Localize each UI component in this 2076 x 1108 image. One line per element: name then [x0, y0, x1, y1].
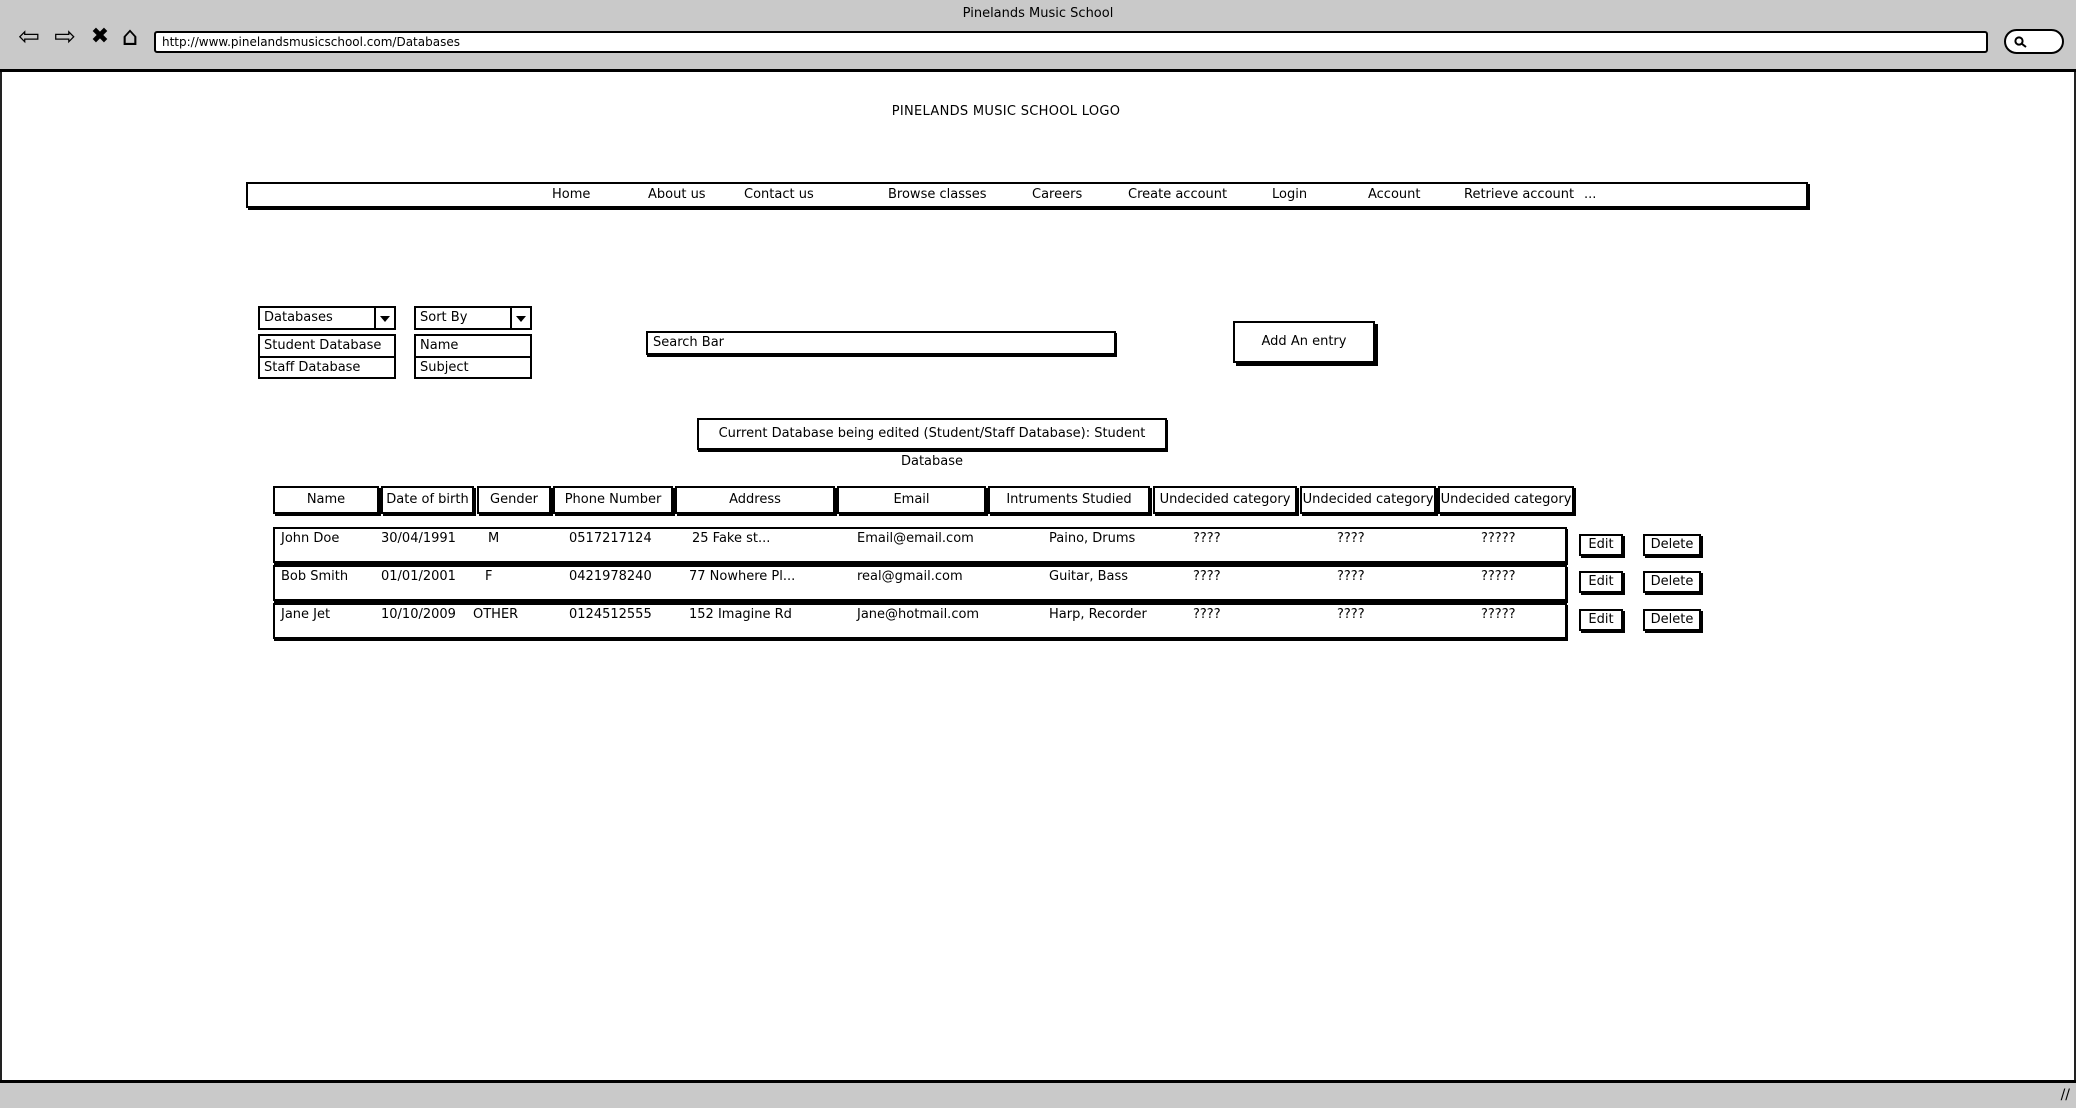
sort-by-list: Name Subject: [414, 334, 532, 379]
cell-undecided-2: ????: [1337, 607, 1365, 622]
nav-home[interactable]: Home: [552, 187, 591, 202]
cell-address: 152 Imagine Rd: [689, 607, 792, 622]
column-header-name[interactable]: Name: [273, 486, 379, 514]
cell-name: John Doe: [281, 531, 340, 546]
current-database-label: Current Database being edited (Student/S…: [697, 418, 1167, 469]
cell-undecided-1: ????: [1193, 531, 1221, 546]
nav-create-account[interactable]: Create account: [1128, 187, 1228, 202]
site-logo: PINELANDS MUSIC SCHOOL LOGO: [891, 104, 1121, 119]
table-row: [273, 565, 1567, 601]
column-header-undecided-1[interactable]: Undecided category: [1153, 486, 1297, 514]
window-title: Pinelands Music School: [962, 6, 1114, 21]
nav-retrieve-account[interactable]: Retrieve account: [1464, 187, 1575, 202]
databases-dropdown[interactable]: Databases: [258, 306, 396, 330]
column-header-undecided-2[interactable]: Undecided category: [1300, 486, 1436, 514]
delete-button[interactable]: Delete: [1643, 609, 1701, 631]
cell-date-of-birth: 10/10/2009: [381, 607, 456, 622]
option-student-database[interactable]: Student Database: [260, 336, 394, 358]
databases-dropdown-label: Databases: [264, 310, 333, 325]
cell-instruments: Guitar, Bass: [1049, 569, 1129, 584]
cell-date-of-birth: 30/04/1991: [381, 531, 456, 546]
table-row: [273, 527, 1567, 563]
cell-phone: 0517217124: [569, 531, 652, 546]
cell-undecided-3: ?????: [1481, 531, 1516, 546]
cell-name: Bob Smith: [281, 569, 349, 584]
stop-icon[interactable]: ✖: [90, 24, 110, 49]
sort-by-dropdown[interactable]: Sort By: [414, 306, 532, 330]
nav-careers[interactable]: Careers: [1032, 187, 1083, 202]
add-entry-button[interactable]: Add An entry: [1233, 321, 1375, 363]
cell-instruments: Harp, Recorder: [1049, 607, 1147, 622]
cell-undecided-3: ?????: [1481, 607, 1516, 622]
column-header-instruments-studied[interactable]: Intruments Studied: [988, 486, 1150, 514]
cell-undecided-3: ?????: [1481, 569, 1516, 584]
nav-about-us[interactable]: About us: [648, 187, 706, 202]
delete-button[interactable]: Delete: [1643, 534, 1701, 556]
cell-address: 77 Nowhere Pl...: [689, 569, 796, 584]
resize-grip-icon[interactable]: //: [2060, 1087, 2070, 1103]
edit-button[interactable]: Edit: [1579, 609, 1623, 631]
column-header-undecided-3[interactable]: Undecided category: [1438, 486, 1574, 514]
cell-phone: 0124512555: [569, 607, 652, 622]
column-header-address[interactable]: Address: [675, 486, 835, 514]
cell-instruments: Paino, Drums: [1049, 531, 1136, 546]
column-header-phone-number[interactable]: Phone Number: [553, 486, 673, 514]
cell-email: real@gmail.com: [857, 569, 963, 584]
column-header-gender[interactable]: Gender: [477, 486, 551, 514]
cell-gender: OTHER: [473, 607, 519, 622]
browser-search-field[interactable]: [2004, 29, 2064, 54]
nav-browse-classes[interactable]: Browse classes: [888, 187, 987, 202]
back-icon[interactable]: ⇦: [18, 22, 40, 52]
browser-toolbar: Pinelands Music School ⇦ ⇨ ✖ ⌂ http://ww…: [0, 0, 2076, 72]
home-icon[interactable]: ⌂: [121, 22, 139, 52]
sort-by-dropdown-label: Sort By: [420, 310, 468, 325]
option-staff-database[interactable]: Staff Database: [264, 360, 361, 375]
search-input[interactable]: Search Bar: [646, 331, 1116, 355]
cell-address: 25 Fake st...: [692, 531, 771, 546]
cell-email: Email@email.com: [857, 531, 974, 546]
table-row: [273, 603, 1567, 639]
status-bar: //: [0, 1080, 2076, 1108]
magnifier-icon: [2014, 36, 2027, 48]
nav-account[interactable]: Account: [1368, 187, 1421, 202]
databases-list: Student Database Staff Database: [258, 334, 396, 379]
nav-more[interactable]: ...: [1584, 187, 1597, 202]
chevron-down-icon[interactable]: [374, 308, 394, 328]
option-sort-subject[interactable]: Subject: [420, 360, 469, 375]
main-nav-bar: [246, 182, 1808, 208]
cell-phone: 0421978240: [569, 569, 652, 584]
address-bar[interactable]: http://www.pinelandsmusicschool.com/Data…: [154, 31, 1988, 53]
forward-icon[interactable]: ⇨: [54, 22, 76, 52]
cell-gender: M: [488, 531, 500, 546]
nav-login[interactable]: Login: [1272, 187, 1308, 202]
cell-undecided-2: ????: [1337, 569, 1365, 584]
cell-name: Jane Jet: [281, 607, 331, 622]
cell-undecided-1: ????: [1193, 607, 1221, 622]
edit-button[interactable]: Edit: [1579, 571, 1623, 593]
delete-button[interactable]: Delete: [1643, 571, 1701, 593]
edit-button[interactable]: Edit: [1579, 534, 1623, 556]
cell-date-of-birth: 01/01/2001: [381, 569, 456, 584]
chevron-down-icon[interactable]: [510, 308, 530, 328]
option-sort-name[interactable]: Name: [416, 336, 530, 358]
nav-contact-us[interactable]: Contact us: [744, 187, 814, 202]
cell-gender: F: [485, 569, 493, 584]
cell-undecided-1: ????: [1193, 569, 1221, 584]
cell-undecided-2: ????: [1337, 531, 1365, 546]
column-header-email[interactable]: Email: [837, 486, 986, 514]
cell-email: Jane@hotmail.com: [857, 607, 980, 622]
column-header-date-of-birth[interactable]: Date of birth: [381, 486, 474, 514]
